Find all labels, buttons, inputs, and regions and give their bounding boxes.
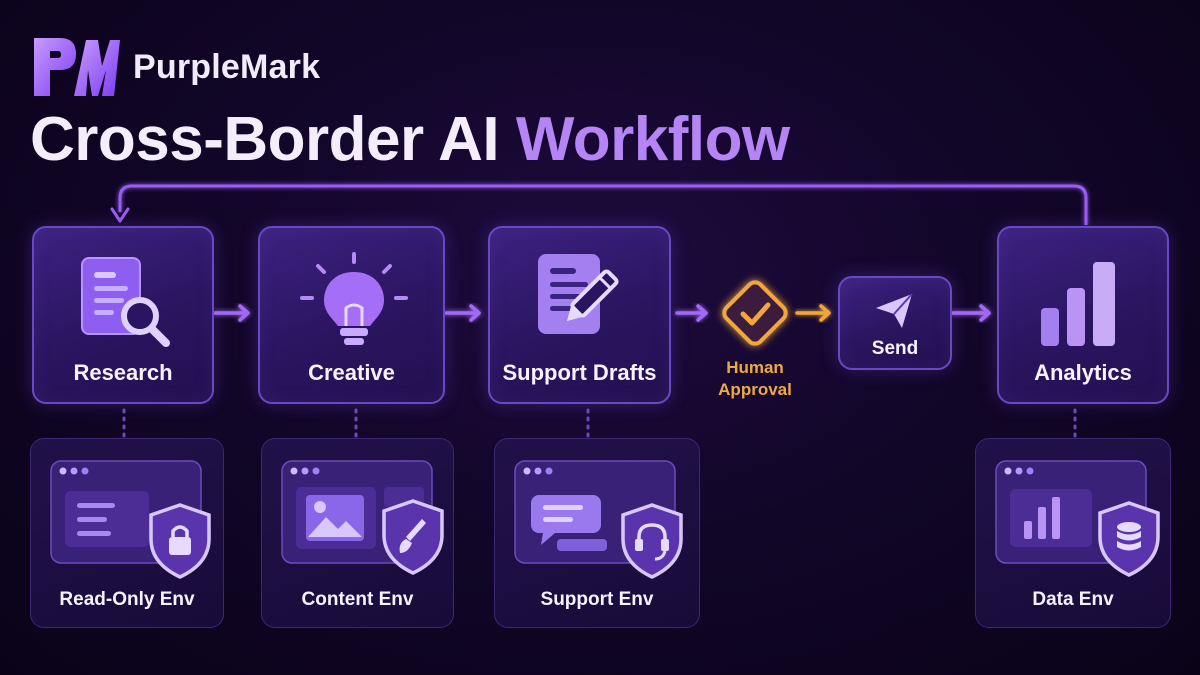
document-search-icon (81, 257, 170, 347)
env-label: Read-Only Env (59, 589, 195, 610)
step-send[interactable]: Send (838, 276, 952, 370)
shield-brush-icon (382, 499, 444, 575)
step-analytics[interactable]: Analytics (997, 226, 1169, 404)
env-label: Support Env (540, 589, 654, 610)
shield-headset-icon (621, 503, 683, 579)
bar-chart-icon (1041, 262, 1115, 346)
step-support-drafts[interactable]: Support Drafts (488, 226, 671, 404)
env-support[interactable]: Support Env (494, 438, 700, 628)
arrow-creative-support (444, 304, 481, 322)
arrow-approval-send (795, 304, 831, 322)
step-label: Support Drafts (502, 360, 657, 385)
feedback-loop-line (118, 184, 1088, 225)
paper-plane-icon (876, 293, 913, 328)
title-part-2: Workflow (515, 105, 790, 174)
env-read-only[interactable]: Read-Only Env (30, 438, 224, 628)
approval-check-icon[interactable] (710, 268, 800, 358)
feedback-loop-arrowhead (110, 207, 130, 223)
lightbulb-icon (300, 252, 408, 345)
page-title: Cross-Border AI Workflow (30, 104, 790, 175)
env-label: Data Env (1032, 589, 1114, 610)
brand-name: PurpleMark (133, 48, 321, 86)
step-label: Creative (308, 360, 395, 385)
shield-database-icon (1098, 501, 1160, 577)
pm-logo-icon (34, 38, 120, 96)
step-label: Research (73, 360, 173, 385)
step-research[interactable]: Research (32, 226, 214, 404)
arrow-support-approval (675, 304, 708, 322)
step-label: Analytics (1034, 360, 1132, 385)
step-label: Send (871, 338, 919, 359)
env-data[interactable]: Data Env (975, 438, 1171, 628)
env-content[interactable]: Content Env (261, 438, 454, 628)
arrow-research-creative (213, 304, 250, 322)
title-part-1: Cross-Border AI (30, 105, 500, 174)
shield-lock-icon (149, 503, 211, 579)
step-creative[interactable]: Creative (258, 226, 445, 404)
document-pen-icon (538, 254, 619, 334)
env-label: Content Env (301, 589, 414, 610)
arrow-send-analytics (951, 304, 991, 322)
